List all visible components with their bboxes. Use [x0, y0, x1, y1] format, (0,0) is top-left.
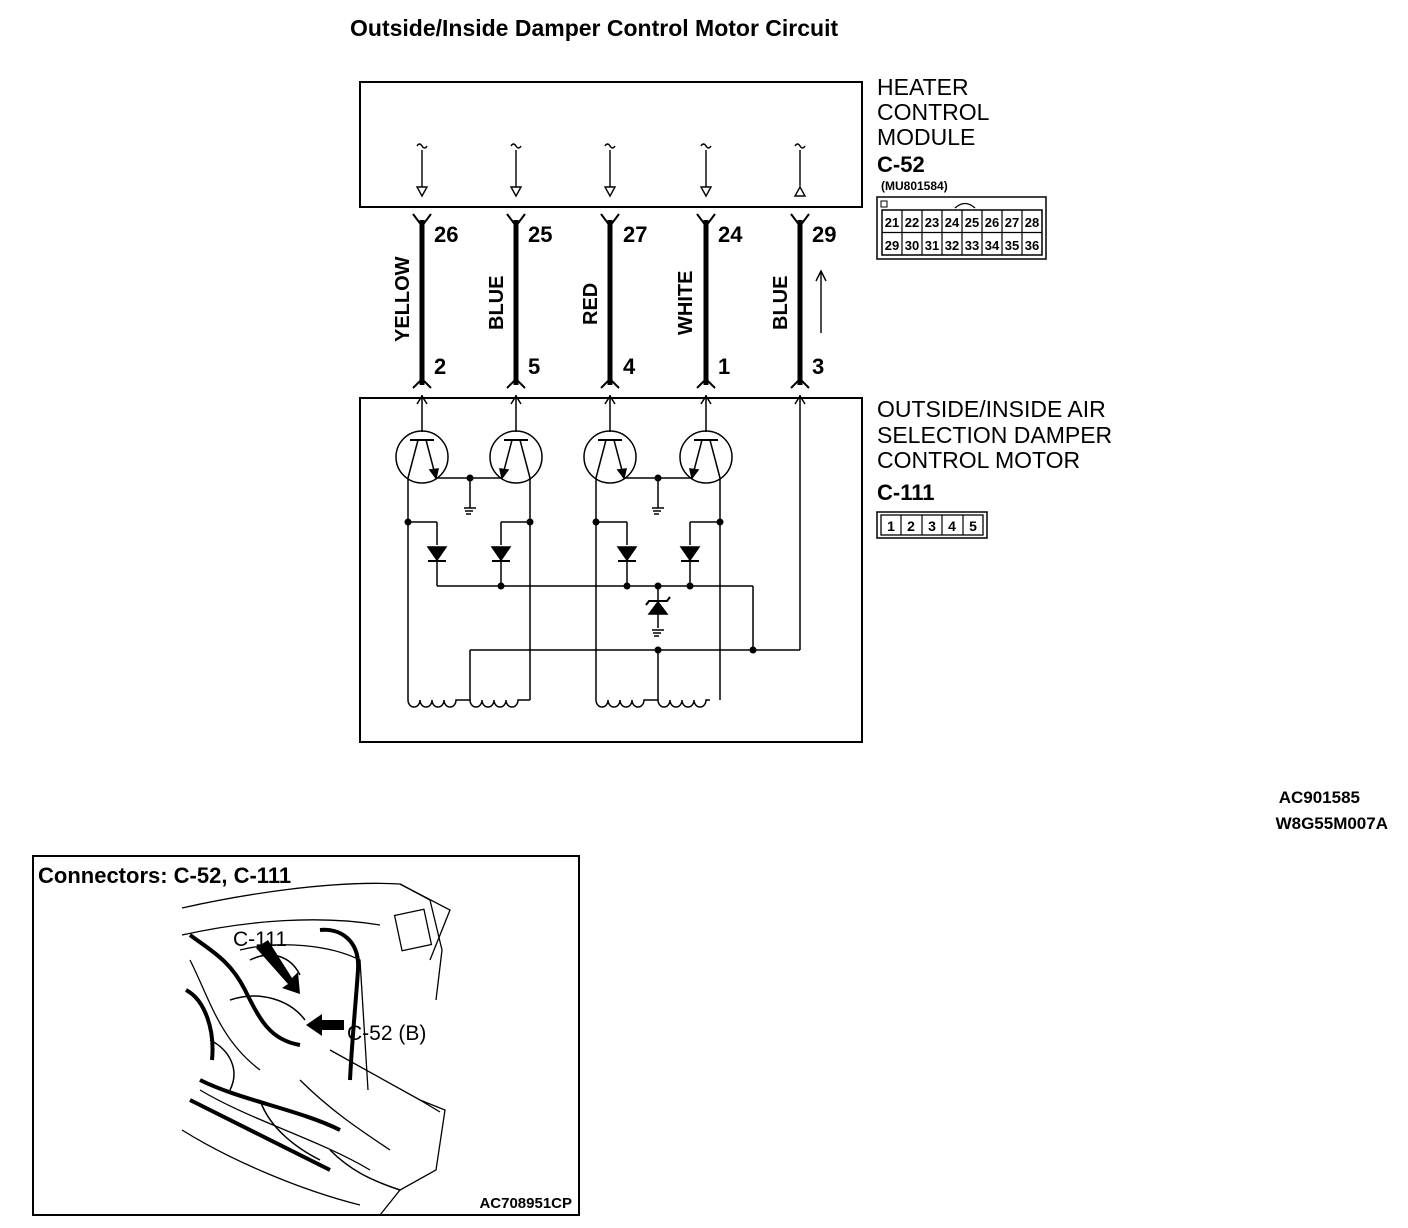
wire-white-motor-pin: 1 [718, 354, 730, 379]
wiring-harness-illustration [184, 927, 361, 1172]
c52-pin: 21 [885, 215, 899, 230]
locator-image-code: AC708951CP [479, 1195, 572, 1212]
module-symbol-27 [603, 143, 617, 198]
c111-pin: 2 [907, 518, 915, 534]
wire-color-white: WHITE [675, 271, 697, 335]
c52-pin: 31 [925, 238, 939, 253]
heater-module-label-line-2: CONTROL [877, 99, 990, 125]
c52-pin: 36 [1025, 238, 1039, 253]
c52-pin: 30 [905, 238, 919, 253]
module-internal-symbols [415, 143, 807, 198]
c52-pin: 33 [965, 238, 979, 253]
motor-internal-circuit [395, 394, 806, 708]
wire-color-blue-2: BLUE [770, 276, 792, 330]
callout-c111: C-111 [233, 928, 287, 951]
transistor-3 [583, 430, 637, 484]
module-symbol-25 [509, 143, 523, 198]
wire-blue2-module-pin: 29 [812, 222, 836, 247]
wire-blue2-motor-pin: 3 [812, 354, 824, 379]
c52-pin: 27 [1005, 215, 1019, 230]
c52-pin: 28 [1025, 215, 1039, 230]
junction-dots [404, 474, 757, 654]
dashboard-illustration [181, 882, 451, 1216]
page-title: Outside/Inside Damper Control Motor Circ… [350, 15, 838, 41]
motor-label-line-3: CONTROL MOTOR [877, 447, 1080, 473]
wire-blue-module-pin: 25 [528, 222, 552, 247]
heater-module-label-line-3: MODULE [877, 124, 975, 150]
module-symbol-26 [415, 143, 429, 198]
module-symbol-24 [699, 143, 713, 198]
c111-pin: 5 [969, 518, 977, 534]
c52-pin: 34 [985, 238, 1000, 253]
wire-blue-motor-pin: 5 [528, 354, 540, 379]
wire-color-yellow: YELLOW [392, 256, 414, 342]
wire-red-module-pin: 27 [623, 222, 647, 247]
c52-pin: 22 [905, 215, 919, 230]
harness-wires [412, 213, 827, 389]
transistor-4 [679, 430, 733, 484]
c52-pin: 35 [1005, 238, 1019, 253]
transistor-1 [395, 430, 449, 484]
circuit-reference-code: AC901585 [1279, 788, 1360, 807]
heater-control-module-box [359, 81, 863, 208]
c52-connector-face: 21 22 23 24 25 26 27 28 29 30 31 32 33 3… [876, 196, 1047, 260]
c52-pin: 26 [985, 215, 999, 230]
motor-label-line-2: SELECTION DAMPER [877, 422, 1112, 448]
heater-module-part-number: (MU801584) [881, 179, 948, 193]
heater-module-label-line-1: HEATER [877, 74, 969, 100]
c52-pin: 24 [945, 215, 960, 230]
c111-pin: 4 [948, 518, 956, 534]
callout-c52: C-52 (B) [347, 1022, 426, 1045]
c111-pin: 1 [887, 518, 895, 534]
c52-pin: 29 [885, 238, 899, 253]
c52-pin: 32 [945, 238, 959, 253]
diagram-reference-code: W8G55M007A [1276, 814, 1388, 833]
c52-pin: 25 [965, 215, 979, 230]
locator-title: Connectors: C-52, C-111 [38, 863, 291, 888]
c111-pin: 3 [928, 518, 936, 534]
wire-yellow-motor-pin: 2 [434, 354, 446, 379]
heater-module-connector-id: C-52 [877, 152, 925, 177]
wire-red-motor-pin: 4 [623, 354, 636, 379]
wire-white-module-pin: 24 [718, 222, 743, 247]
damper-motor-box [359, 397, 863, 743]
connector-locator-panel: Connectors: C-52, C-111 [32, 855, 580, 1216]
harness-branches [209, 954, 401, 1191]
callout-arrows [256, 940, 344, 1036]
wire-yellow-module-pin: 26 [434, 222, 458, 247]
module-symbol-29 [793, 143, 807, 197]
wire-color-blue: BLUE [486, 276, 508, 330]
c52-pin: 23 [925, 215, 939, 230]
c111-connector-face: 1 2 3 4 5 [876, 511, 988, 539]
motor-connector-id: C-111 [877, 480, 935, 505]
transistor-2 [489, 430, 543, 484]
wire-color-red: RED [580, 283, 602, 325]
motor-label-line-1: OUTSIDE/INSIDE AIR [877, 396, 1106, 422]
